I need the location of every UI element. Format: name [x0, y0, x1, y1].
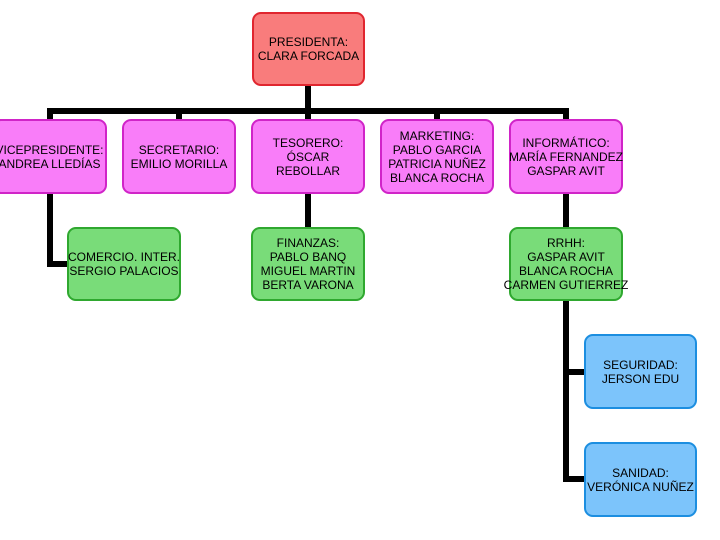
node-text: SANIDAD:VERÓNICA NUÑEZ [587, 466, 694, 494]
node-text-line: SANIDAD: [612, 465, 669, 480]
connector-to-informatico [563, 108, 569, 120]
connector-to-tesorero [305, 108, 311, 120]
node-text-line: JERSON EDU [601, 371, 680, 386]
node-text-line: REBOLLAR [275, 163, 341, 178]
node-text-line: RRHH: [547, 236, 585, 250]
node-text-line: PATRICIA NUÑEZ [388, 156, 486, 171]
node-text-line: MIGUEL MARTIN [260, 264, 356, 278]
connector-presidenta-down [305, 85, 311, 111]
connector-to-vicepresidente [47, 108, 53, 120]
connector-to-secretario [176, 108, 182, 120]
node-text-line: CARMEN GUTIERREZ [503, 278, 629, 292]
node-text-line: SEGURIDAD: [603, 357, 678, 372]
node-text-line: INFORMÁTICO: [522, 135, 610, 150]
node-text-line: SECRETARIO: [138, 142, 220, 157]
node-text: SECRETARIO:EMILIO MORILLA [131, 143, 228, 171]
node-text-line: BLANCA ROCHA [389, 170, 484, 185]
node-text-line: GASPAR AVIT [527, 163, 605, 178]
node-text: PRESIDENTA:CLARA FORCADA [258, 35, 359, 63]
node-text-line: MARKETING: [399, 128, 475, 143]
node-text-line: SERGIO PALACIOS [69, 264, 179, 278]
connector-to-seguridad [563, 369, 586, 375]
node-text-line: CLARA FORCADA [257, 49, 360, 63]
node-text-line: VERÓNICA NUÑEZ [587, 479, 694, 494]
node-text-line: BERTA VARONA [262, 278, 354, 292]
node-secretario: SECRETARIO:EMILIO MORILLA [122, 119, 236, 194]
node-text-line: COMERCIO. INTER. [68, 250, 181, 264]
node-text-line: FINANZAS: [276, 236, 340, 250]
node-text-line: GASPAR AVIT [527, 250, 605, 264]
node-text-line: PABLO GARCIA [392, 142, 482, 157]
node-sanidad: SANIDAD:VERÓNICA NUÑEZ [584, 442, 697, 517]
node-text-line: MARÍA FERNANDEZ [509, 149, 624, 164]
connector-informatico-rrhh [563, 193, 569, 228]
connector-vicepresidente-down [47, 193, 53, 266]
connector-to-comercio [47, 261, 69, 267]
node-text-line: EMILIO MORILLA [130, 156, 228, 171]
node-text-line: BLANCA ROCHA [518, 264, 614, 278]
node-text-line: ÓSCAR [286, 149, 330, 164]
connector-to-marketing [434, 108, 440, 120]
node-text: SEGURIDAD:JERSON EDU [602, 358, 679, 386]
node-text: VICEPRESIDENTE:ANDREA LLEDÍAS [0, 143, 104, 171]
connector-to-sanidad [563, 476, 586, 482]
node-presidenta: PRESIDENTA:CLARA FORCADA [252, 12, 365, 86]
node-vicepresidente: VICEPRESIDENTE:ANDREA LLEDÍAS [0, 119, 107, 194]
node-text-line: VICEPRESIDENTE: [0, 142, 104, 157]
node-seguridad: SEGURIDAD:JERSON EDU [584, 334, 697, 409]
connector-tesorero-finanzas [305, 193, 311, 228]
node-text-line: PRESIDENTA: [268, 35, 349, 49]
node-text-line: ANDREA LLEDÍAS [0, 156, 101, 171]
node-text-line: PABLO BANQ [269, 250, 347, 264]
node-comercio: COMERCIO. INTER.SERGIO PALACIOS [67, 227, 181, 301]
node-text-line: TESORERO: [272, 135, 344, 150]
node-text: COMERCIO. INTER.SERGIO PALACIOS [68, 250, 180, 278]
connector-rrhh-down [563, 299, 569, 481]
